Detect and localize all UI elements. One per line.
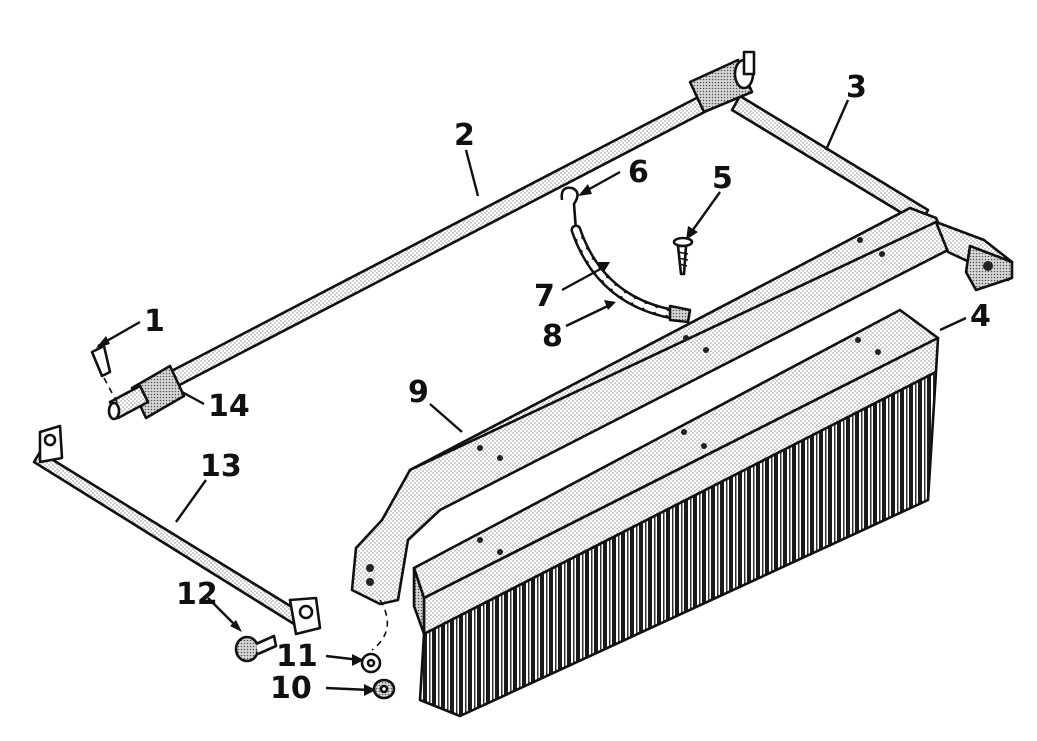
callout-6: 6 <box>628 155 649 190</box>
part-14-end-collar <box>107 364 186 421</box>
callout-14: 14 <box>208 389 250 424</box>
part-12-carriage-bolt <box>234 634 278 663</box>
part-2-rod <box>156 90 718 394</box>
callout-1: 1 <box>144 304 165 339</box>
callout-7: 7 <box>534 279 555 314</box>
part-11-washer <box>360 599 389 674</box>
callout-5: 5 <box>712 161 733 196</box>
callout-3: 3 <box>846 70 867 105</box>
callout-4: 4 <box>970 299 991 334</box>
part-10-nut <box>372 678 396 700</box>
part-3-side-bar <box>730 94 930 226</box>
part-5-screw <box>672 236 694 276</box>
callout-12: 12 <box>176 577 218 612</box>
leader-lines <box>96 99 967 696</box>
part-4-brush <box>412 308 940 718</box>
top-collar-fitting <box>688 50 756 114</box>
callout-2: 2 <box>454 118 475 153</box>
part-6-7-8-hook-chain <box>560 186 692 324</box>
part-9-bracket-bar <box>350 206 1014 606</box>
callout-labels: 1 2 3 4 5 6 7 8 9 10 11 12 13 14 <box>144 70 991 706</box>
callout-13: 13 <box>200 449 242 484</box>
part-13-link-bar <box>32 424 322 636</box>
callout-11: 11 <box>276 639 318 674</box>
callout-10: 10 <box>270 671 312 706</box>
callout-9: 9 <box>408 375 429 410</box>
part-1-cotter-pin <box>90 344 119 405</box>
callout-8: 8 <box>542 319 563 354</box>
